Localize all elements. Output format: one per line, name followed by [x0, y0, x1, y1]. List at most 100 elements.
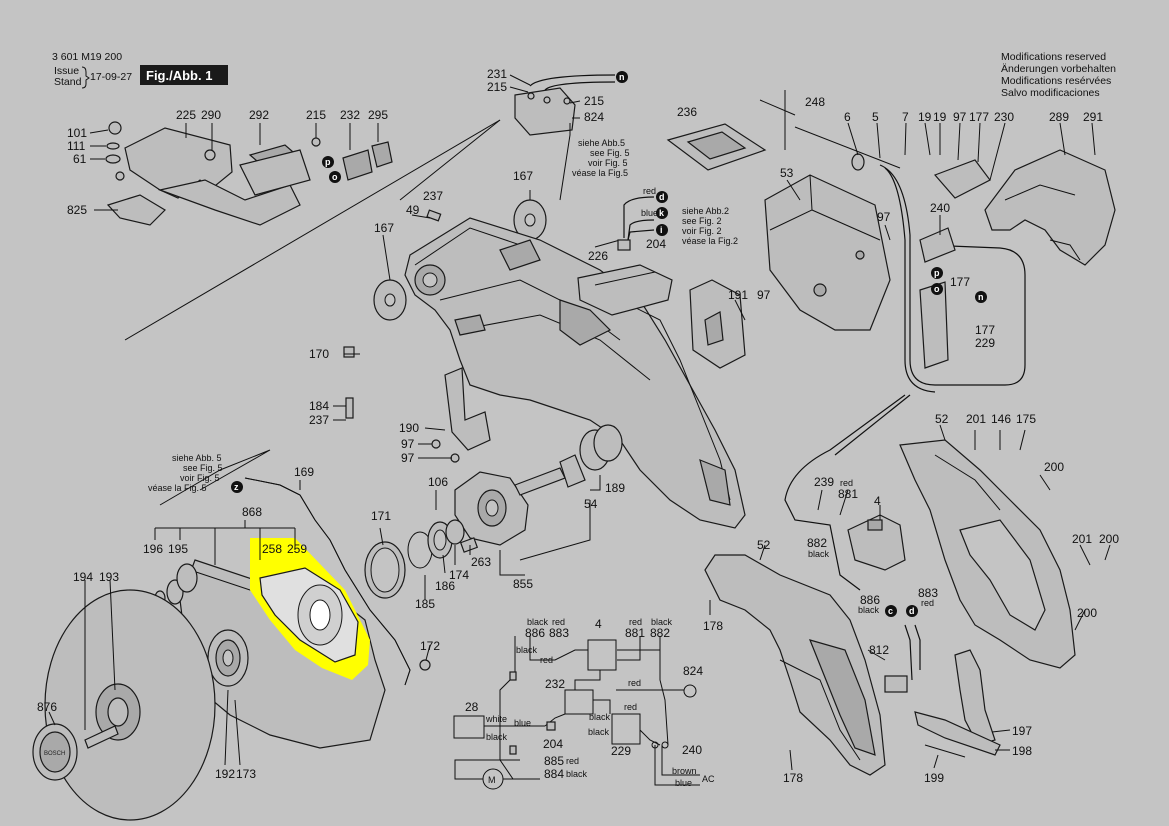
- svg-text:204: 204: [646, 237, 666, 251]
- svg-text:black: black: [858, 605, 880, 615]
- svg-text:201: 201: [1072, 532, 1092, 546]
- svg-text:174: 174: [449, 568, 469, 582]
- svg-text:201: 201: [966, 412, 986, 426]
- blade-knob-876: BOSCH: [32, 723, 78, 781]
- svg-text:z: z: [234, 482, 239, 492]
- svg-text:black: black: [516, 645, 538, 655]
- svg-text:263: 263: [471, 555, 491, 569]
- svg-text:881: 881: [625, 626, 645, 640]
- svg-text:p: p: [325, 157, 331, 167]
- svg-text:6: 6: [844, 110, 851, 124]
- svg-text:red: red: [566, 756, 579, 766]
- svg-text:red: red: [628, 678, 641, 688]
- svg-text:236: 236: [677, 105, 697, 119]
- rings-171-174: [364, 519, 479, 599]
- svg-text:237: 237: [423, 189, 443, 203]
- reference-fig2: siehe Abb.2 see Fig. 2 voir Fig. 2 véase…: [617, 186, 738, 251]
- svg-text:red: red: [643, 186, 656, 196]
- upper-guard-289: [984, 149, 1116, 266]
- highlighted-guard-258: [250, 538, 370, 680]
- gasket-236: [666, 123, 767, 171]
- top-switch-assembly: [514, 74, 616, 136]
- svg-text:195: 195: [168, 542, 188, 556]
- issue-brace: [81, 66, 90, 89]
- motor-symbol: M: [488, 775, 496, 785]
- svg-text:black: black: [486, 732, 508, 742]
- svg-text:o: o: [934, 284, 940, 294]
- bracket-191: [689, 279, 746, 369]
- svg-text:173: 173: [236, 767, 256, 781]
- svg-text:siehe Abb.5: siehe Abb.5: [578, 138, 625, 148]
- svg-text:194: 194: [73, 570, 93, 584]
- svg-text:876: 876: [37, 700, 57, 714]
- issue-date: 17-09-27: [90, 71, 132, 83]
- svg-text:178: 178: [783, 771, 803, 785]
- svg-text:5: 5: [872, 110, 879, 124]
- lock-lever-197: [914, 649, 1001, 758]
- svg-text:siehe Abb.2: siehe Abb.2: [682, 206, 729, 216]
- svg-text:178: 178: [703, 619, 723, 633]
- svg-text:171: 171: [371, 509, 391, 523]
- svg-text:97: 97: [401, 437, 415, 451]
- svg-text:red: red: [552, 617, 565, 627]
- reference-fig5-left: siehe Abb. 5 see Fig. 5 voir Fig. 5 véas…: [148, 453, 223, 493]
- svg-text:232: 232: [340, 108, 360, 122]
- svg-text:290: 290: [201, 108, 221, 122]
- svg-text:4: 4: [874, 494, 881, 508]
- svg-text:véase la Fig.2: véase la Fig.2: [682, 236, 738, 246]
- svg-text:28: 28: [465, 700, 479, 714]
- svg-text:883: 883: [549, 626, 569, 640]
- svg-text:824: 824: [584, 110, 604, 124]
- svg-text:229: 229: [975, 336, 995, 350]
- svg-text:258: 258: [262, 542, 282, 556]
- svg-text:291: 291: [1083, 110, 1103, 124]
- svg-text:185: 185: [415, 597, 435, 611]
- svg-text:884: 884: [544, 767, 564, 781]
- svg-text:230: 230: [994, 110, 1014, 124]
- bearing-flange-855: [454, 471, 529, 546]
- svg-text:red: red: [540, 655, 553, 665]
- svg-text:see Fig. 5: see Fig. 5: [183, 463, 223, 473]
- svg-text:204: 204: [543, 737, 563, 751]
- stand-label: Stand: [54, 76, 82, 88]
- svg-text:170: 170: [309, 347, 329, 361]
- svg-text:see Fig. 2: see Fig. 2: [682, 216, 722, 226]
- svg-text:19: 19: [933, 110, 947, 124]
- washer-167: [373, 199, 547, 321]
- svg-text:167: 167: [374, 221, 394, 235]
- svg-text:215: 215: [487, 80, 507, 94]
- svg-text:97: 97: [953, 110, 967, 124]
- svg-text:véase la Fig. 5: véase la Fig. 5: [148, 483, 207, 493]
- svg-text:siehe Abb. 5: siehe Abb. 5: [172, 453, 222, 463]
- svg-text:p: p: [934, 268, 940, 278]
- svg-text:o: o: [332, 172, 338, 182]
- svg-text:black: black: [566, 769, 588, 779]
- svg-text:red: red: [629, 617, 642, 627]
- svg-text:146: 146: [991, 412, 1011, 426]
- svg-text:167: 167: [513, 169, 533, 183]
- leader-lines: [48, 74, 1111, 771]
- svg-text:blue: blue: [514, 718, 531, 728]
- svg-text:824: 824: [683, 664, 703, 678]
- svg-text:k: k: [659, 208, 665, 218]
- svg-text:177: 177: [950, 275, 970, 289]
- svg-text:voir Fig. 5: voir Fig. 5: [588, 158, 628, 168]
- svg-text:53: 53: [780, 166, 794, 180]
- svg-text:AC: AC: [702, 774, 715, 784]
- svg-text:882: 882: [807, 536, 827, 550]
- figure-label-box: [140, 65, 228, 85]
- svg-text:red: red: [840, 478, 853, 488]
- modifications-notice: Modifications reserved Änderungen vorbeh…: [1001, 51, 1116, 99]
- svg-text:see Fig. 5: see Fig. 5: [590, 148, 630, 158]
- svg-text:200: 200: [1044, 460, 1064, 474]
- wiring-labels: black red red black 886 883 4 881 882 82…: [465, 617, 715, 788]
- guard-link-169: [244, 477, 411, 686]
- switch-4: [847, 514, 906, 571]
- svg-text:97: 97: [877, 210, 891, 224]
- issue-label: Issue: [54, 65, 79, 77]
- svg-text:black: black: [588, 727, 610, 737]
- svg-text:red: red: [921, 598, 934, 608]
- svg-text:Modifications reserved: Modifications reserved: [1001, 51, 1106, 63]
- svg-text:191: 191: [728, 288, 748, 302]
